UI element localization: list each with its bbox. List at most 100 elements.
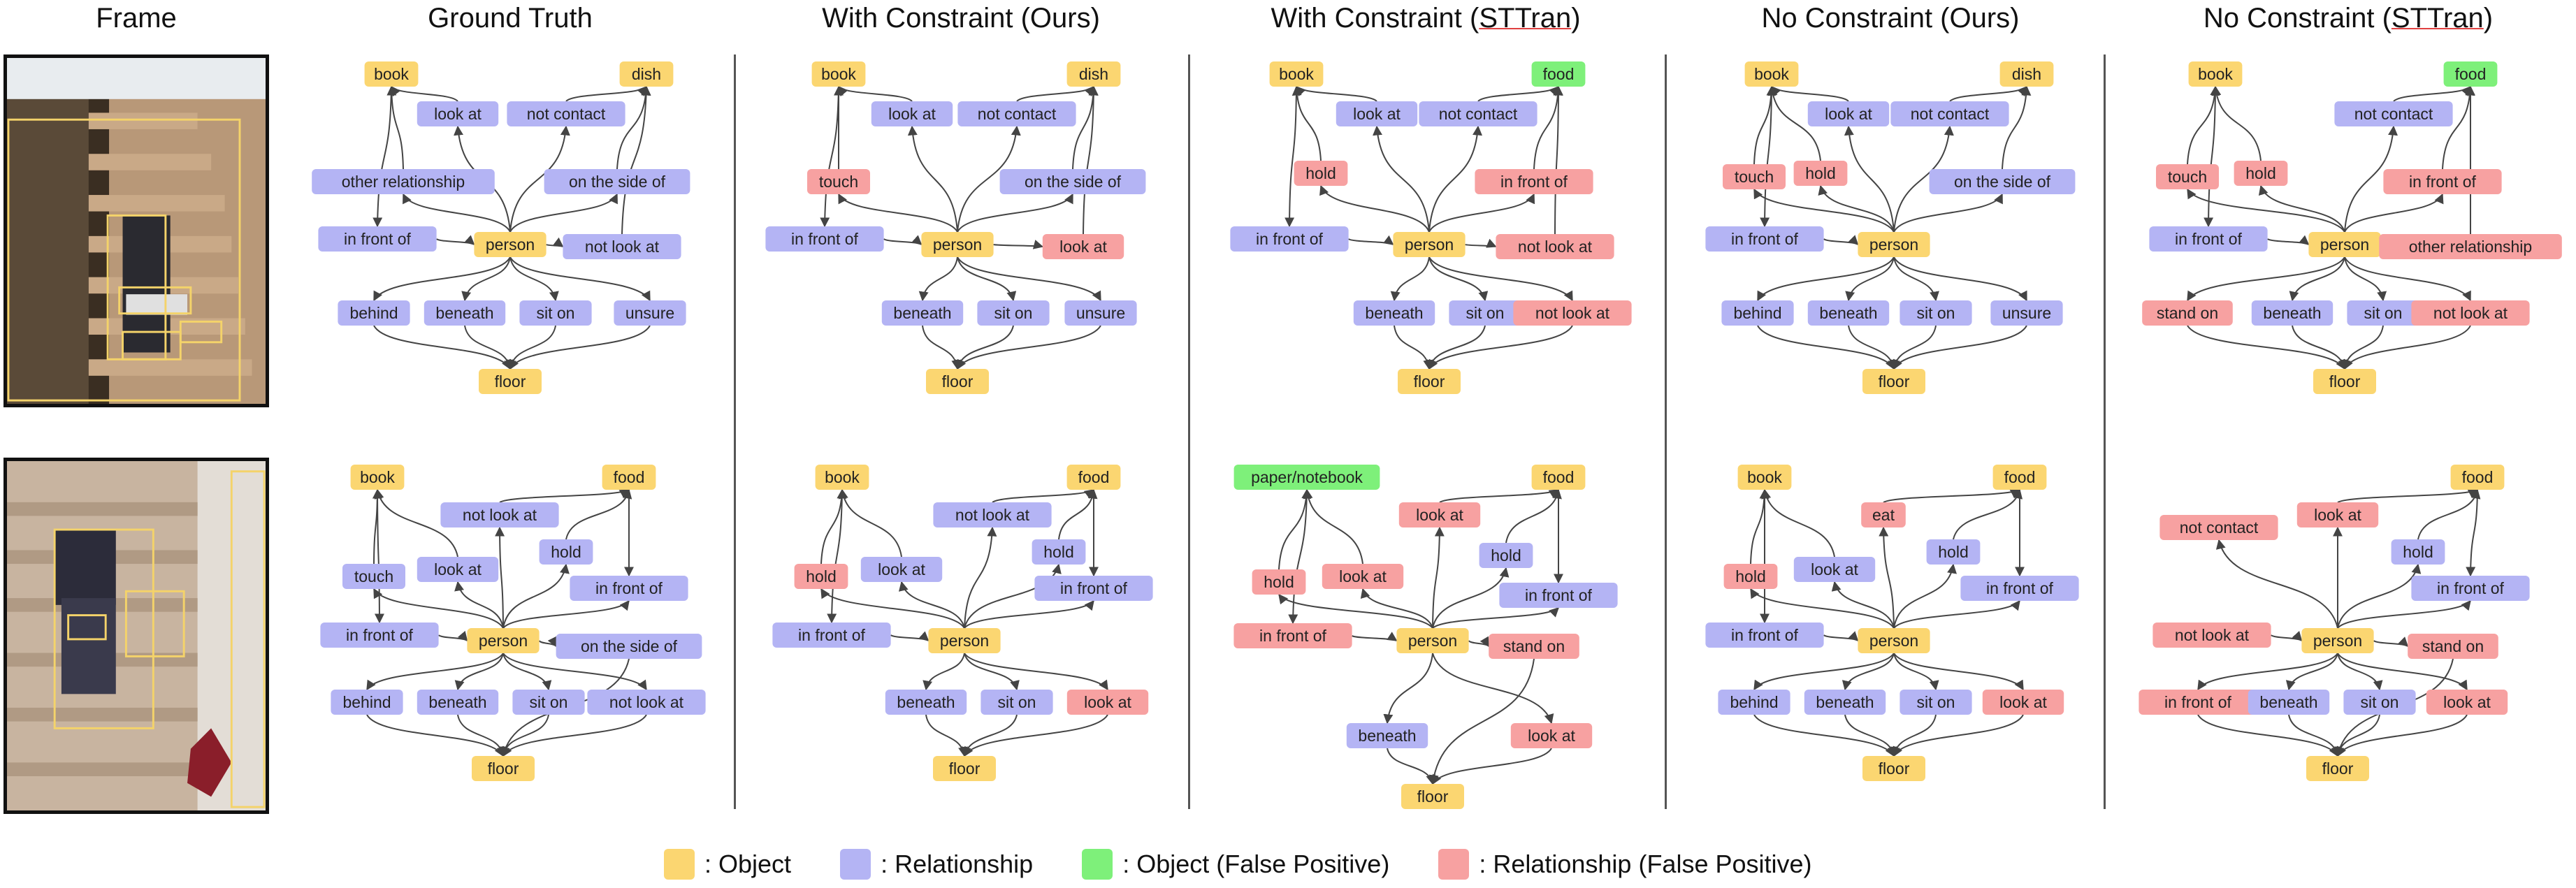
node-object: book [1737,465,1792,490]
column-title-no-constraint-sttran: No Constraint (STTran) [2152,0,2544,36]
node-box [1804,690,1886,715]
node-label: person [1405,235,1454,254]
node-box [1744,61,1799,87]
node-object: floor [1862,369,1925,394]
node-box [2139,690,2257,715]
node-label: on the side of [569,173,666,191]
node-relationship: look at [860,557,943,582]
node-box [474,232,547,257]
graph-edge [565,488,632,540]
node-box [933,502,1052,527]
node-label: on the side of [581,637,678,655]
node-box [765,226,884,252]
node-label: beneath [897,693,955,711]
graph-edge [1383,653,1433,725]
node-label: in front of [2175,230,2242,248]
graph-edge [964,599,1094,629]
node-relationship-fp: not contact [2159,515,2278,540]
node-object-fp: paper/notebook [1233,465,1380,490]
node-relationship: not look at [587,690,706,715]
node-box [815,465,869,490]
node-box [928,628,1001,653]
node-label: behind [1730,693,1778,711]
node-label: book [1747,468,1782,486]
graph-edge [461,256,511,302]
node-object: book [364,61,419,87]
node-object: floor [472,756,535,781]
node-label: person [486,235,535,254]
graph-edge [907,125,958,233]
graph-edge [2258,184,2345,233]
node-label: unsure [625,304,674,322]
node-box [614,300,686,326]
node-box [1858,628,1930,653]
graph-edge [1750,488,1770,565]
node-box [1861,502,1906,527]
graph-edge [1750,588,1895,629]
node-box [320,623,439,648]
node-relationship-fp: stand on [2142,300,2233,326]
graph-edge [403,193,511,233]
node-relationship: sit on [1449,300,1521,326]
node-box [1858,232,1930,257]
node-label: hold [1735,567,1765,585]
node-label: behind [1733,304,1781,322]
node-label: food [2455,65,2487,83]
node-relationship: on the side of [1929,169,2076,194]
node-label: food [1078,468,1110,486]
graph-edge [918,256,958,302]
node-relationship-fp: stand on [1489,634,1579,659]
node-box [1737,465,1792,490]
column-title-ground-truth: Ground Truth [428,3,593,34]
node-box [885,690,967,715]
node-label: not contact [1439,105,1518,123]
node-box [1531,61,1586,87]
node-object: floor [1401,784,1464,809]
graph-edge [509,125,570,233]
graph-edge [499,489,630,503]
graph-edge [1390,256,1430,302]
node-label: other relationship [342,173,465,191]
graph-edge [883,235,922,245]
graph-edge [2466,489,2478,577]
title-prefix: With Constraint ( [1271,3,1479,34]
node-box [318,226,437,252]
node-label: look at [434,105,482,123]
column-separator [1188,54,1190,809]
node-box [342,564,405,589]
graph-edge [1949,85,2027,102]
graph-edge [1767,85,1821,161]
node-relationship-fp: hold [1723,564,1778,589]
node-box [1705,623,1824,648]
node-label: food [1543,65,1575,83]
node-box [926,369,989,394]
node-relationship-fp: touch [807,169,870,194]
graph-edge [1757,256,1895,302]
node-label: look at [1084,693,1131,711]
node-label: look at [888,105,936,123]
node-relationship: beneath [2251,300,2333,326]
node-relationship-fp: look at [1982,690,2064,715]
node-box [1269,61,1324,87]
node-relationship: look at [1807,101,1890,126]
node-box [587,690,706,715]
node-label: book [360,468,395,486]
node-label: behind [349,304,398,322]
node-box [2188,61,2243,87]
node-relationship: sit on [512,690,585,715]
graph-edge [373,588,504,629]
node-object-fp: food [2443,61,2498,87]
graph-edge [838,488,902,558]
edges [372,85,651,370]
node-relationship-fp: not look at [1496,234,1614,259]
graph-edge [2373,636,2409,647]
node-box [1531,465,1586,490]
node-label: person [933,235,982,254]
node-box [1862,369,1925,394]
node-label: not contact [527,105,606,123]
graph-edge [2266,235,2310,245]
node-box [1723,564,1778,589]
node-label: not look at [2175,626,2250,644]
node-box [1862,756,1925,781]
node-label: look at [1811,560,1858,578]
